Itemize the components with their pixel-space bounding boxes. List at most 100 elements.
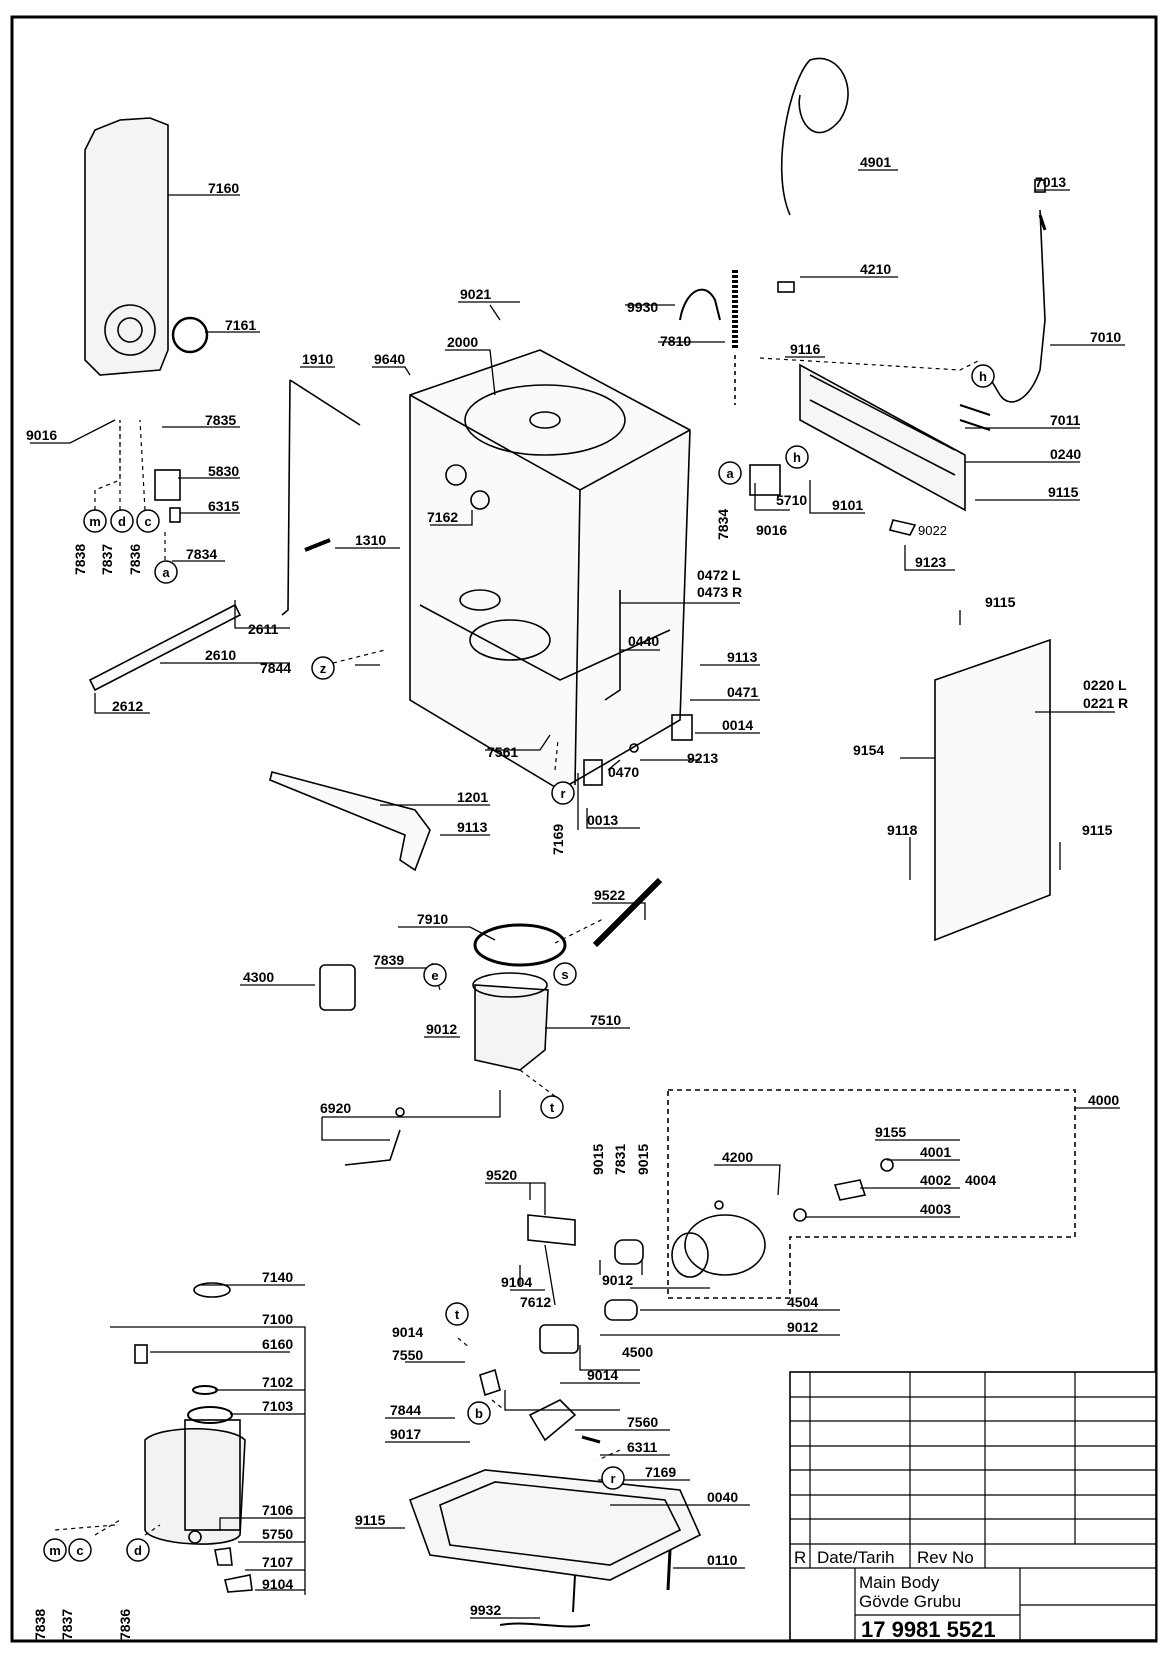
part-0013 xyxy=(583,759,603,786)
container-7100 xyxy=(144,1428,246,1545)
label-4901: 4901 xyxy=(860,154,891,170)
label-9014-a: 9014 xyxy=(392,1324,423,1340)
label-7831: 7831 xyxy=(612,1144,628,1175)
part-6315 xyxy=(169,507,181,523)
label-6311: 6311 xyxy=(627,1439,658,1455)
side-panel-0220 xyxy=(934,638,1051,942)
part-9014 xyxy=(539,1324,579,1354)
svg-text:d: d xyxy=(118,514,126,529)
base-0040 xyxy=(408,1469,702,1581)
marker-c1: c xyxy=(136,509,160,533)
label-7835: 7835 xyxy=(205,412,236,428)
label-7561: 7561 xyxy=(487,744,518,760)
label-7013: 7013 xyxy=(1035,174,1066,190)
title-block-r-header: R xyxy=(794,1548,806,1567)
label-9522: 9522 xyxy=(594,887,625,903)
tube-4500 xyxy=(604,1299,638,1321)
label-7844-a: 7844 xyxy=(260,660,291,676)
label-9012-c: 9012 xyxy=(787,1319,818,1335)
label-9115-d: 9115 xyxy=(355,1512,386,1528)
part-drawings xyxy=(54,57,1076,1628)
part-4300 xyxy=(319,964,356,1011)
label-4200: 4200 xyxy=(722,1149,753,1165)
svg-text:m: m xyxy=(89,514,101,529)
dashed-leaders xyxy=(54,357,981,1536)
label-0472: 0472 L xyxy=(697,567,741,583)
part-6160 xyxy=(134,1344,148,1364)
label-7107: 7107 xyxy=(262,1554,293,1570)
sump-7510 xyxy=(474,984,549,1071)
svg-text:a: a xyxy=(726,466,734,481)
label-6315: 6315 xyxy=(208,498,239,514)
circled-markers: m d c a h h a z r e s t t b r m c d xyxy=(43,364,995,1562)
part-9520 xyxy=(527,1214,576,1246)
label-0110: 0110 xyxy=(707,1552,738,1568)
svg-text:r: r xyxy=(610,1471,615,1486)
svg-text:h: h xyxy=(979,369,987,384)
label-0471: 0471 xyxy=(727,684,758,700)
label-2000: 2000 xyxy=(447,334,478,350)
marker-a2: a xyxy=(718,461,742,485)
label-7140: 7140 xyxy=(262,1269,293,1285)
label-9123: 9123 xyxy=(915,554,946,570)
label-0014: 0014 xyxy=(722,717,753,733)
label-9012-b: 9012 xyxy=(602,1272,633,1288)
title-block-title-en: Main Body xyxy=(859,1573,940,1592)
part-6311 xyxy=(581,1435,601,1444)
label-4001: 4001 xyxy=(920,1144,951,1160)
label-9640: 9640 xyxy=(374,351,405,367)
label-0440: 0440 xyxy=(628,633,659,649)
label-7011: 7011 xyxy=(1050,412,1081,428)
label-7162: 7162 xyxy=(427,509,458,525)
marker-s1: s xyxy=(553,962,577,986)
sheet-border xyxy=(10,15,1158,1643)
part-9932 xyxy=(499,1622,591,1628)
svg-text:t: t xyxy=(550,1100,555,1115)
part-9022 xyxy=(888,519,917,536)
label-7169-b: 7169 xyxy=(645,1464,676,1480)
label-7836-a: 7836 xyxy=(127,544,143,575)
label-7810: 7810 xyxy=(660,333,691,349)
label-4504: 4504 xyxy=(787,1294,818,1310)
svg-text:h: h xyxy=(793,450,801,465)
tub-2000 xyxy=(409,349,691,791)
label-7102: 7102 xyxy=(262,1374,293,1390)
label-9115-b: 9115 xyxy=(985,594,1016,610)
label-7161: 7161 xyxy=(225,317,256,333)
title-block-rev-header: Rev No xyxy=(917,1548,974,1567)
label-0220: 0220 L xyxy=(1083,677,1127,693)
vertical-labels: 7838 7837 7836 7834 7169 9015 7831 9015 … xyxy=(32,509,731,1640)
part-labels: 7160 7161 9016 7835 5830 6315 7834 1910 … xyxy=(26,154,1128,1618)
label-5710: 5710 xyxy=(776,492,807,508)
part-1201 xyxy=(269,771,431,872)
label-1910: 1910 xyxy=(302,351,333,367)
svg-text:c: c xyxy=(144,514,151,529)
marker-b1: b xyxy=(467,1401,491,1425)
label-4300: 4300 xyxy=(243,969,274,985)
label-0473: 0473 R xyxy=(697,584,742,600)
control-panel-7160 xyxy=(84,117,169,376)
label-9116: 9116 xyxy=(790,341,821,357)
svg-text:d: d xyxy=(134,1543,142,1558)
label-9520: 9520 xyxy=(486,1167,517,1183)
label-6920: 6920 xyxy=(320,1100,351,1116)
label-4000: 4000 xyxy=(1088,1092,1119,1108)
label-9930: 9930 xyxy=(627,299,658,315)
svg-text:z: z xyxy=(320,661,327,676)
label-7838-b: 7838 xyxy=(32,1609,48,1640)
title-block-title-tr: Gövde Grubu xyxy=(859,1592,961,1611)
cable-4901 xyxy=(780,57,849,216)
marker-d1: d xyxy=(110,509,134,533)
svg-text:e: e xyxy=(431,968,438,983)
label-9104-a: 9104 xyxy=(501,1274,532,1290)
svg-text:t: t xyxy=(455,1307,460,1322)
title-block-drawing-number: 17 9981 5521 xyxy=(861,1617,996,1642)
svg-text:s: s xyxy=(561,967,568,982)
part-5710 xyxy=(749,464,781,496)
part-0014 xyxy=(671,714,693,741)
leader-lines xyxy=(30,169,1125,1619)
marker-c2: c xyxy=(68,1538,92,1562)
label-9213: 9213 xyxy=(687,750,718,766)
label-9155: 9155 xyxy=(875,1124,906,1140)
gasket-7910 xyxy=(473,923,567,967)
